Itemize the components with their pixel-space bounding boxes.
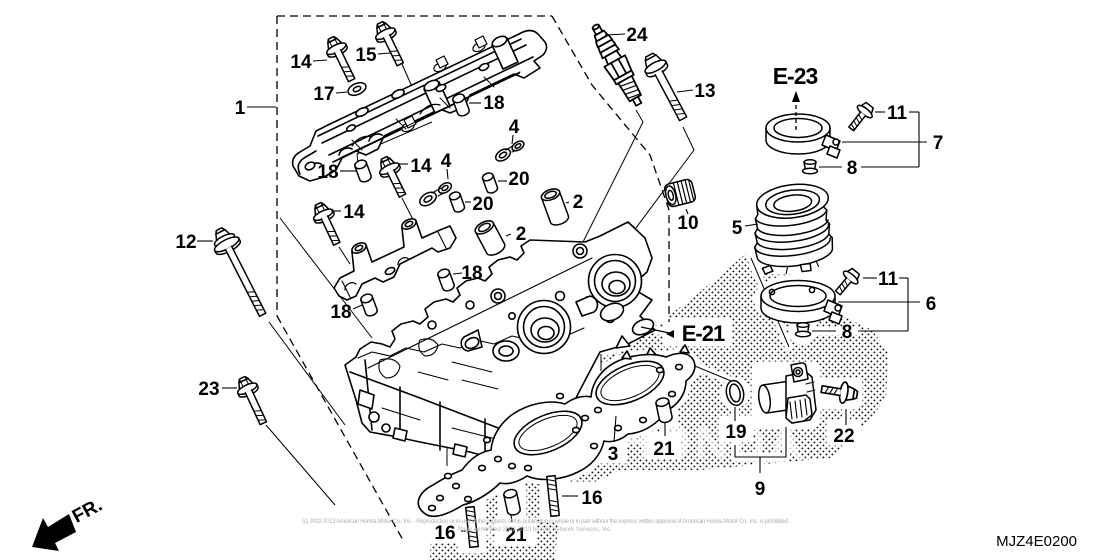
svg-text:18: 18 — [483, 93, 504, 114]
svg-text:E-21: E-21 — [682, 321, 725, 346]
svg-text:MJZ4E0200: MJZ4E0200 — [996, 533, 1077, 550]
svg-text:4: 4 — [509, 117, 520, 138]
svg-text:16: 16 — [434, 523, 455, 544]
svg-text:13: 13 — [694, 81, 715, 102]
svg-text:19: 19 — [725, 422, 746, 443]
svg-text:15: 15 — [355, 45, 377, 66]
svg-text:7: 7 — [933, 133, 944, 154]
svg-text:12: 12 — [175, 232, 196, 253]
svg-text:16: 16 — [581, 488, 602, 509]
svg-text:6: 6 — [926, 294, 937, 315]
svg-text:20: 20 — [472, 194, 493, 215]
svg-text:8: 8 — [842, 322, 853, 343]
svg-text:9: 9 — [755, 479, 766, 500]
svg-text:14: 14 — [410, 156, 432, 177]
svg-text:1: 1 — [235, 98, 246, 119]
svg-text:18: 18 — [317, 162, 338, 183]
svg-text:14: 14 — [290, 52, 312, 73]
svg-text:17: 17 — [313, 84, 334, 105]
svg-text:5: 5 — [732, 218, 743, 239]
svg-text:14: 14 — [343, 202, 365, 223]
svg-text:21: 21 — [653, 439, 675, 460]
svg-text:2: 2 — [516, 224, 527, 245]
svg-text:10: 10 — [677, 213, 698, 234]
svg-text:Page generated 2002-2013 by AR: Page generated 2002-2013 by ARI Network … — [458, 527, 612, 533]
svg-text:24: 24 — [626, 25, 648, 46]
svg-text:20: 20 — [508, 169, 529, 190]
svg-text:8: 8 — [847, 158, 858, 179]
svg-text:4: 4 — [441, 151, 452, 172]
svg-text:(c) 2002-2013 American Honda M: (c) 2002-2013 American Honda Motor Co., … — [302, 519, 788, 525]
svg-text:E-23: E-23 — [773, 63, 818, 89]
svg-text:23: 23 — [198, 379, 219, 400]
svg-text:18: 18 — [330, 302, 351, 323]
svg-text:3: 3 — [608, 444, 619, 465]
svg-text:22: 22 — [833, 426, 854, 447]
svg-text:18: 18 — [461, 263, 482, 284]
svg-text:11: 11 — [887, 103, 908, 124]
svg-text:21: 21 — [505, 525, 527, 546]
svg-text:2: 2 — [573, 192, 584, 213]
svg-text:11: 11 — [878, 269, 899, 290]
